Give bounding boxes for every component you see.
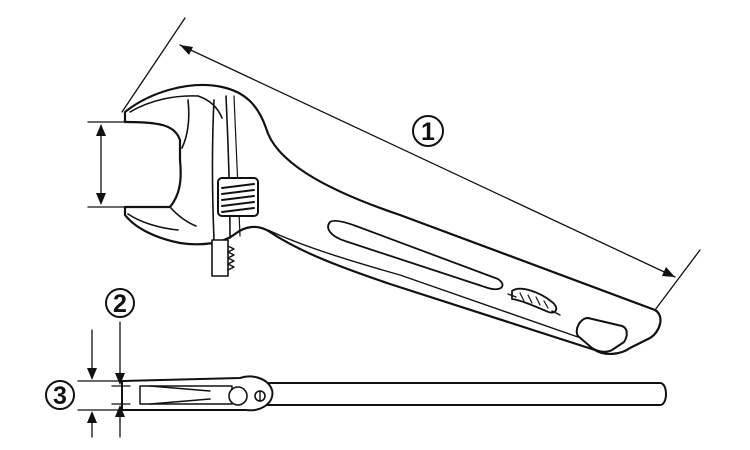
worm-screw [217, 177, 259, 217]
length-arrowhead-right [662, 267, 675, 277]
jaw-arrowhead-bottom [96, 193, 106, 205]
callout-2-label: 2 [113, 290, 127, 318]
jaw-arrowhead-top [96, 124, 106, 136]
hang-hole [575, 317, 628, 353]
side-handle [261, 382, 667, 406]
jaw-opening-dimension [87, 121, 126, 208]
callout-2: 2 [105, 288, 135, 318]
extension-line-left [121, 17, 186, 113]
side-head [121, 375, 274, 412]
wrench-side-view [121, 375, 667, 412]
wrench-top-view [123, 83, 662, 355]
wrench-body [123, 83, 662, 355]
length-arrowhead-left [180, 45, 193, 55]
callout-3: 3 [45, 380, 75, 410]
length-dimension-line [179, 44, 676, 278]
callout-3-label: 3 [53, 382, 67, 410]
handle-groove [327, 219, 504, 291]
rack-teeth [211, 239, 235, 277]
thickness-dimensions [77, 321, 131, 438]
brand-logo-icon [507, 287, 561, 316]
callout-1-label: 1 [421, 118, 435, 146]
callout-1: 1 [412, 115, 444, 147]
